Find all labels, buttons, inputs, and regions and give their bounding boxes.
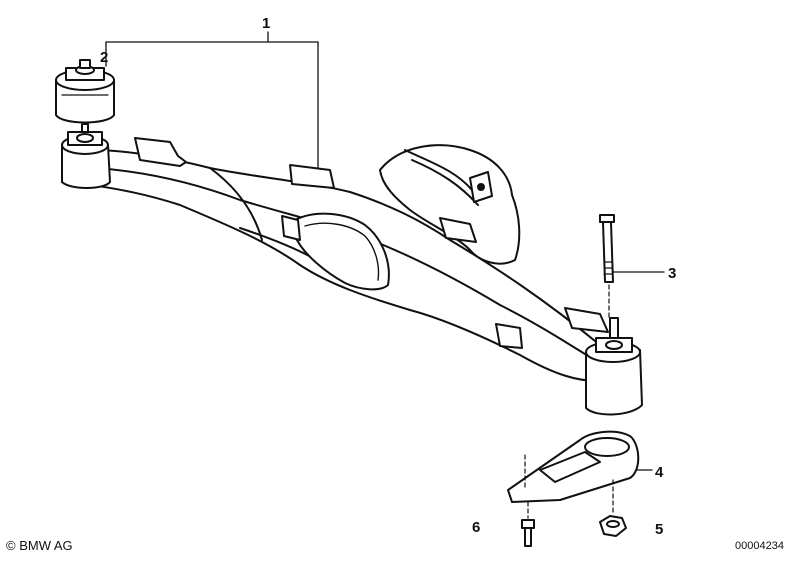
differential-housing [379, 144, 521, 265]
callout-4: 4 [655, 464, 664, 481]
callout-1: 1 [262, 15, 271, 32]
part-4-bracket-plate [507, 430, 640, 503]
right-beam-mount [585, 317, 643, 416]
copyright-label: © BMW AG [6, 538, 73, 553]
callout-2: 2 [100, 49, 109, 66]
left-beam-mount [61, 123, 111, 189]
beam-brackets [134, 137, 609, 349]
part-6-screw [521, 501, 535, 547]
document-number: 00004234 [735, 540, 784, 552]
part-3-bolt [599, 214, 615, 321]
part-2-rubber-bushing [55, 59, 115, 124]
callout-5: 5 [655, 521, 664, 538]
part-5-nut [599, 479, 627, 537]
callout-6: 6 [472, 519, 481, 536]
beam-opening [294, 212, 390, 291]
callout-3: 3 [668, 265, 677, 282]
